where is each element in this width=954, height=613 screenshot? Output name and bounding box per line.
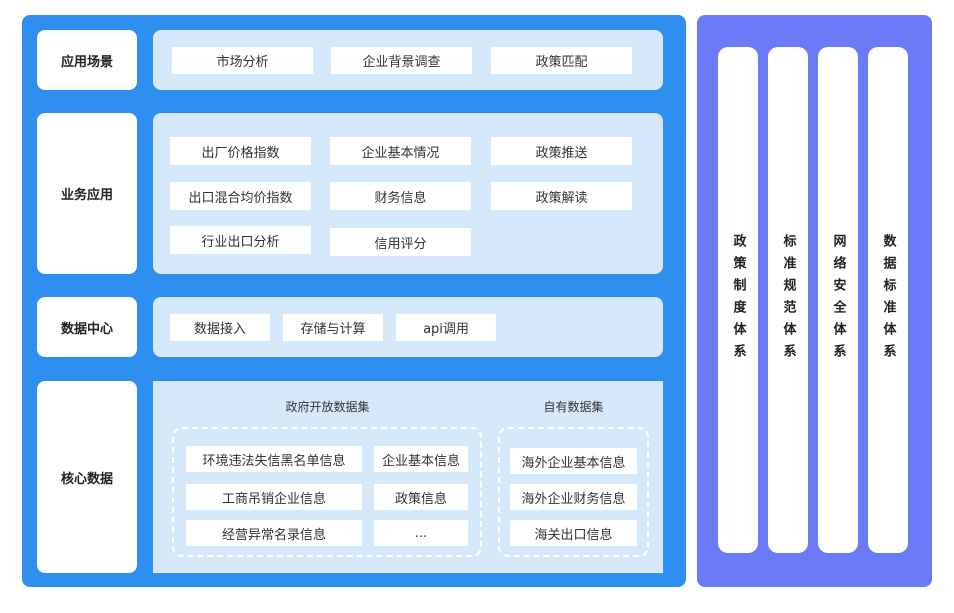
gov-dataset-group: [172, 427, 482, 557]
business-item-factory-price-index: 出厂价格指数: [170, 137, 311, 165]
datacenter-item-api: api调用: [396, 314, 496, 341]
system-label-policy: 政策制度体系: [730, 234, 746, 366]
scene-item-policy-match: 政策匹配: [491, 47, 632, 74]
own-item-overseas-financials: 海外企业财务信息: [510, 484, 637, 510]
system-label-data-standards: 数据标准体系: [880, 234, 896, 366]
gov-item-abnormal-operations: 经营异常名录信息: [186, 520, 362, 546]
business-item-policy-interpret: 政策解读: [491, 182, 632, 210]
own-item-overseas-basics: 海外企业基本信息: [510, 448, 637, 474]
gov-item-ellipsis: ...: [374, 520, 468, 546]
scene-item-market: 市场分析: [172, 47, 313, 74]
row-label-scene: 应用场景: [37, 30, 137, 90]
gov-item-company-basics: 企业基本信息: [374, 446, 468, 472]
row-label-business: 业务应用: [37, 113, 137, 274]
own-item-customs-export: 海关出口信息: [510, 520, 637, 546]
system-label-security: 网络安全体系: [830, 234, 846, 366]
gov-item-policy-info: 政策信息: [374, 484, 468, 510]
system-column-security: 网络安全体系: [818, 47, 858, 553]
business-item-policy-push: 政策推送: [491, 137, 632, 165]
business-item-company-basics: 企业基本情况: [330, 137, 471, 165]
gov-item-env-blacklist: 环境违法失信黑名单信息: [186, 446, 362, 472]
scene-item-background: 企业背景调查: [331, 47, 472, 74]
row-label-datacenter: 数据中心: [37, 297, 137, 357]
own-dataset-title: 自有数据集: [543, 400, 604, 414]
business-item-industry-export: 行业出口分析: [170, 226, 311, 254]
gov-item-revoked-companies: 工商吊销企业信息: [186, 484, 362, 510]
system-column-standards: 标准规范体系: [768, 47, 808, 553]
system-label-standards: 标准规范体系: [780, 234, 796, 366]
gov-dataset-title: 政府开放数据集: [285, 400, 370, 414]
system-column-policy: 政策制度体系: [718, 47, 758, 553]
row-label-core: 核心数据: [37, 381, 137, 573]
own-dataset-group: [498, 427, 649, 557]
business-item-credit-score: 信用评分: [330, 228, 471, 256]
system-column-data-standards: 数据标准体系: [868, 47, 908, 553]
datacenter-item-storage-compute: 存储与计算: [283, 314, 383, 341]
business-item-export-mixed-price-index: 出口混合均价指数: [170, 182, 311, 210]
datacenter-item-ingest: 数据接入: [170, 314, 270, 341]
business-item-financial-info: 财务信息: [330, 182, 471, 210]
